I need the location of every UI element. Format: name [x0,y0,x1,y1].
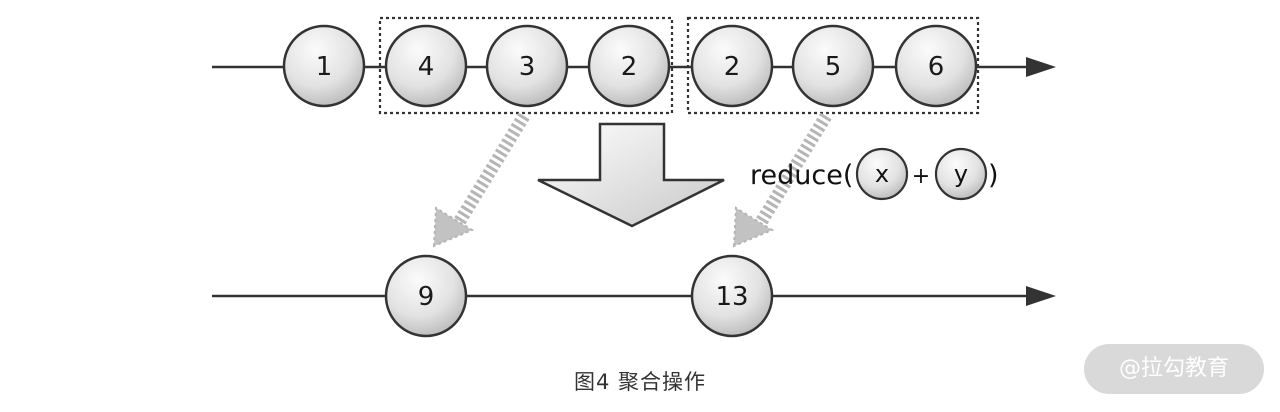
source-marble: 1 [282,24,366,108]
figure-caption: 图4 聚合操作 [573,370,707,394]
result-marble: 9 [384,254,468,338]
operator-arg-x: x [875,160,889,188]
source-marble: 6 [894,24,978,108]
operator-arg-y: y [954,160,968,188]
source-marble-label: 5 [825,52,842,82]
source-marble: 2 [690,24,774,108]
result-timeline-arrowhead [1026,286,1056,306]
source-timeline-arrowhead [1026,57,1056,77]
source-marble: 5 [791,24,875,108]
source-marble-label: 1 [316,52,333,82]
source-marble-label: 2 [621,52,638,82]
window-2-to-result-arrow [732,112,832,248]
source-marble: 4 [384,24,468,108]
result-marble-label: 9 [418,282,435,312]
source-marble-label: 3 [519,52,536,82]
window-box-1 [378,16,674,115]
source-marble-label: 2 [724,52,741,82]
window-box-2 [686,16,980,115]
operator-label: reduce( x + y ) [750,147,999,201]
operator-prefix: reduce( [750,160,853,191]
source-marble: 3 [485,24,569,108]
watermark-badge: @拉勾教育 [1084,344,1264,394]
source-marble-label: 4 [418,52,435,82]
source-marble-label: 6 [928,52,945,82]
operator-suffix: ) [988,160,999,191]
window-1-to-result-arrow [432,112,530,248]
operator-plus: + [912,164,930,189]
transform-arrow-icon [537,122,725,228]
result-marble: 13 [690,254,774,338]
result-marble-label: 13 [715,282,748,312]
source-marble: 2 [587,24,671,108]
